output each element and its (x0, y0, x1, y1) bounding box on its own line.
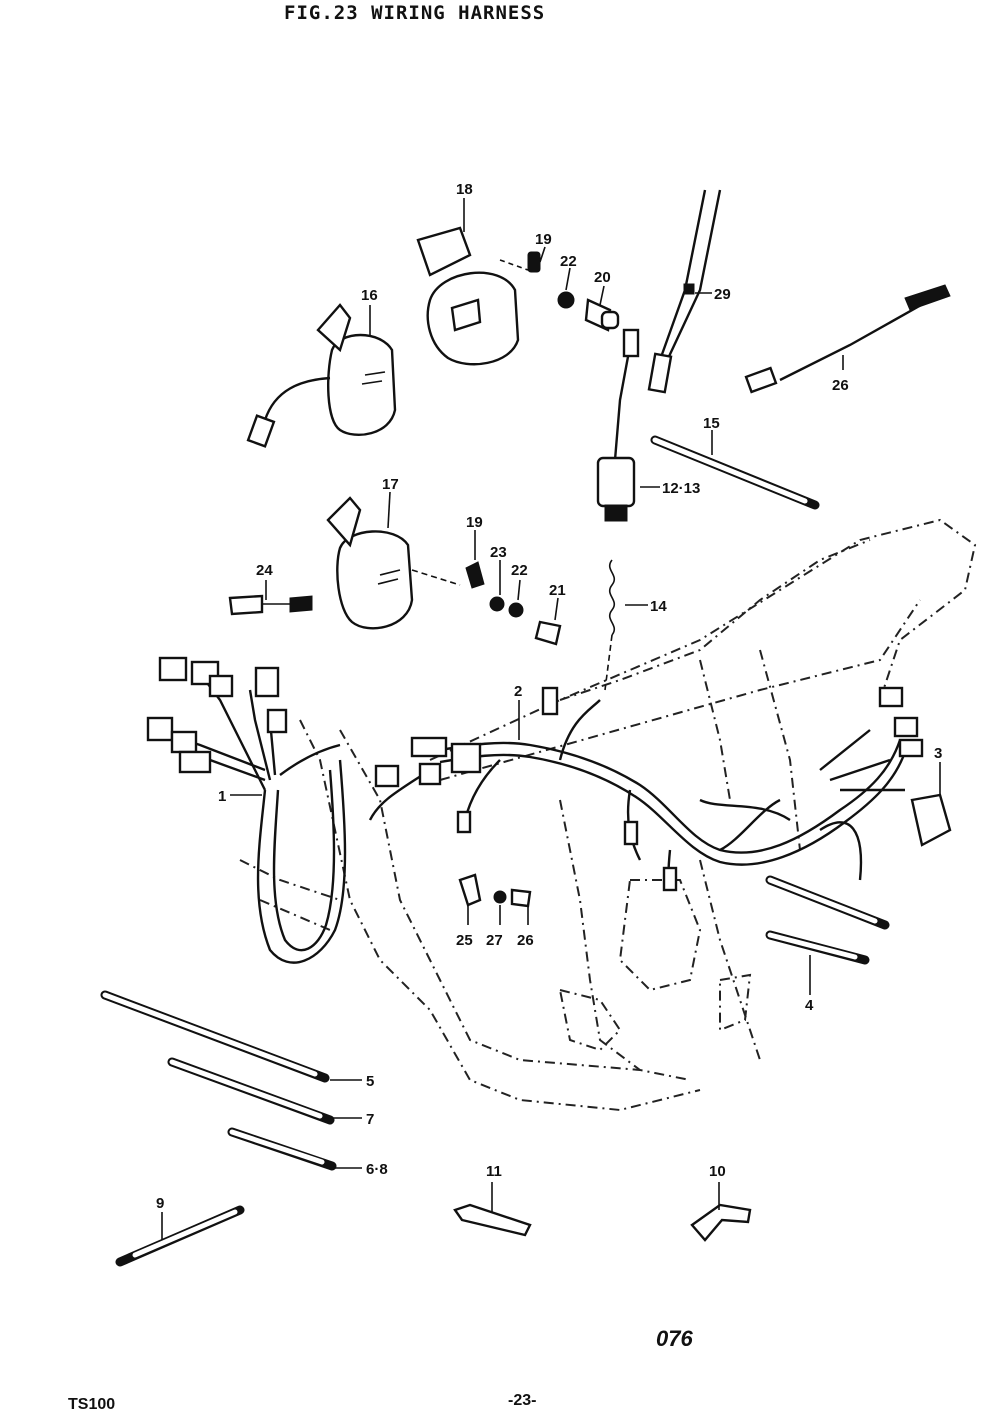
harness-connector (450, 742, 482, 774)
callout-15: 15 (703, 415, 720, 432)
harness-connector (158, 656, 188, 682)
lead-29 (647, 189, 722, 394)
spring-14 (604, 559, 616, 691)
harness-connector (170, 730, 198, 754)
callout-21: 21 (549, 582, 566, 599)
harness-connector (374, 764, 400, 788)
model-label: TS100 (68, 1396, 116, 1413)
callout-16: 16 (361, 287, 378, 304)
callout-19: 19 (466, 514, 483, 531)
callout-12-13: 12·13 (662, 480, 700, 497)
callout-29: 29 (714, 286, 731, 303)
lead-26 (744, 284, 951, 394)
callout-14: 14 (650, 598, 667, 615)
callout-10: 10 (709, 1163, 726, 1180)
clamp-11 (453, 1203, 532, 1237)
harness-connector (178, 750, 212, 774)
harness-connector (146, 716, 174, 742)
callout-3: 3 (934, 745, 942, 762)
harness-connector (418, 762, 442, 786)
callout-23: 23 (490, 544, 507, 561)
callout-26: 26 (517, 932, 534, 949)
harness-connector (266, 708, 288, 734)
harness-connector (254, 666, 280, 698)
figure-title: FIG.23 WIRING HARNESS (284, 2, 546, 24)
callout-11: 11 (486, 1163, 502, 1180)
horn-mount-hardware (228, 251, 620, 646)
harness-connector (208, 674, 234, 698)
harness-connector (410, 736, 448, 758)
callout-5: 5 (366, 1073, 374, 1090)
page-number: -23- (508, 1392, 537, 1409)
callout-27: 27 (486, 932, 503, 949)
callout-1: 1 (218, 788, 226, 805)
callout-19: 19 (535, 231, 552, 248)
cap-3 (910, 793, 952, 847)
motorcycle-frame-outline (239, 518, 977, 1112)
harness-connector (878, 686, 904, 708)
harness-connector (456, 810, 472, 834)
horn-16 (246, 303, 397, 448)
callout-9: 9 (156, 1195, 164, 1212)
cable-ties (100, 435, 890, 1267)
drawing-code: 076 (656, 1326, 693, 1351)
callout-25: 25 (456, 932, 473, 949)
harness-connector (662, 866, 678, 892)
harness-connector (623, 820, 639, 846)
callout-7: 7 (366, 1111, 374, 1128)
clamp-10 (690, 1203, 752, 1242)
callout-2: 2 (514, 683, 522, 700)
callout-numbers: 18 19 22 20 29 16 26 15 12·13 17 19 23 2… (156, 181, 942, 1212)
callout-26: 26 (832, 377, 849, 394)
callout-22: 22 (511, 562, 528, 579)
horn-17 (326, 496, 461, 630)
callout-24: 24 (256, 562, 273, 579)
harness-connector (898, 738, 924, 758)
harness-connector (541, 686, 559, 716)
callout-6-8: 6·8 (366, 1161, 388, 1178)
leader-lines (161, 198, 941, 1240)
callout-18: 18 (456, 181, 473, 198)
grommet-set-25-27-26 (458, 873, 532, 908)
main-wiring-harness (146, 656, 924, 964)
horn-18 (416, 226, 529, 366)
callout-22: 22 (560, 253, 577, 270)
harness-connector (893, 716, 919, 738)
switch-12-13 (596, 328, 640, 522)
callout-17: 17 (382, 476, 399, 493)
callout-20: 20 (594, 269, 611, 286)
callout-4: 4 (805, 997, 814, 1014)
